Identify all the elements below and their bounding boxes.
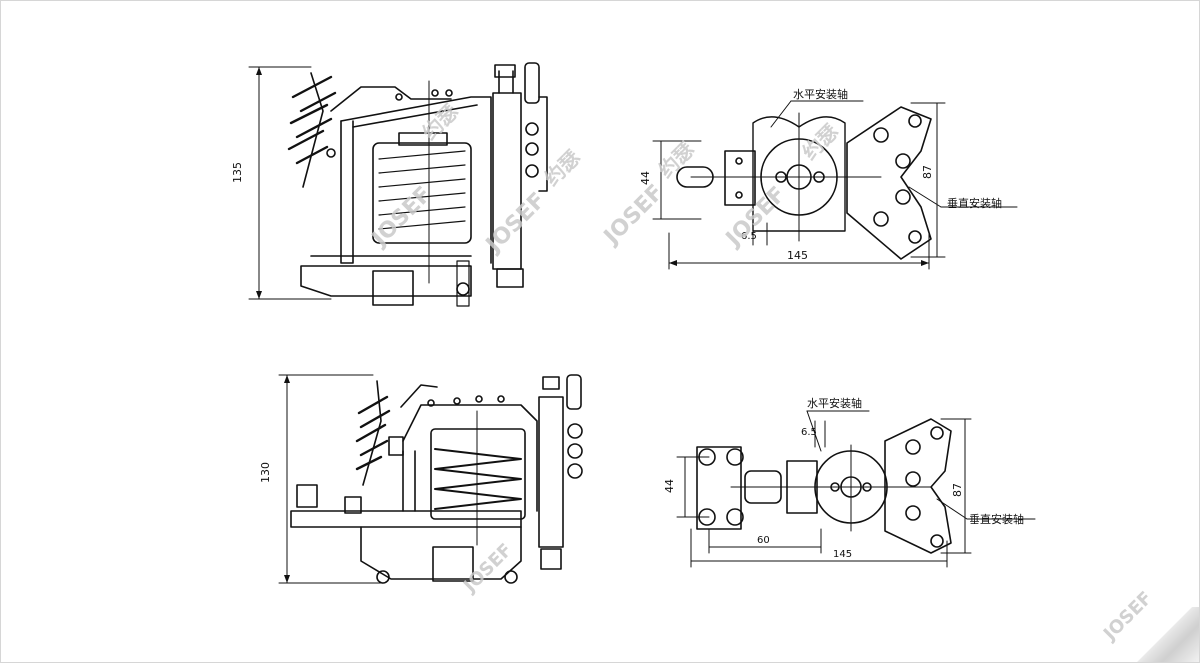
relay-side-view-bottom: 130 [259, 374, 583, 584]
watermark-cn-3: 约瑟 [654, 137, 699, 182]
bottom-right-dimension-44: 44 [663, 479, 676, 493]
bottom-right-horizontal-axis-label: 水平安装轴 [807, 396, 862, 410]
relay-plan-view-bottom: 44 [663, 396, 1036, 568]
relay-side-view-top: 135 [231, 62, 548, 307]
top-right-dimension-44: 44 [639, 171, 652, 185]
bottom-right-dimension-87: 87 [951, 483, 964, 497]
bottom-right-dimension-6-5: 6.5 [801, 427, 817, 438]
top-left-height-dimension: 135 [231, 162, 244, 183]
top-right-vertical-axis-label: 垂直安装轴 [947, 196, 1002, 210]
top-right-dimension-145: 145 [787, 249, 808, 262]
relay-plan-view-top: 44 87 [639, 87, 1018, 270]
top-right-horizontal-axis-label: 水平安装轴 [793, 87, 848, 101]
watermark-logo-5: JOSEF [458, 540, 516, 598]
bottom-right-dimension-60: 60 [757, 535, 770, 546]
top-right-dimension-6-5: 6.5 [741, 231, 757, 242]
watermark-logo-3: JOSEF [598, 180, 669, 251]
watermark-cn-4: 约瑟 [798, 119, 843, 164]
top-right-dimension-87: 87 [921, 165, 934, 179]
bottom-right-vertical-axis-label: 垂直安装轴 [969, 512, 1024, 526]
bottom-right-dimension-145: 145 [833, 549, 852, 560]
page-curl-decoration [1129, 607, 1199, 662]
watermark-logo-1: JOSEF [366, 182, 437, 253]
bottom-left-height-dimension: 130 [259, 462, 272, 483]
